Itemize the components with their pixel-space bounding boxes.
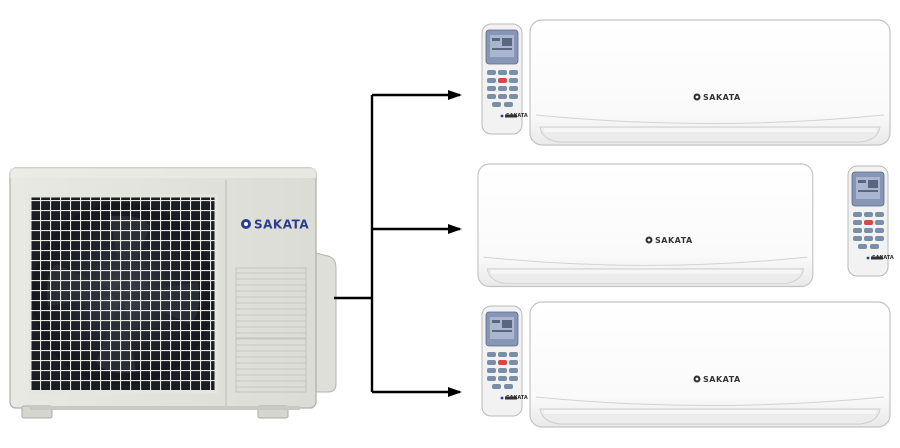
indoor-middle-brand-label: SAKATA <box>655 236 693 245</box>
indoor-unit-icon <box>477 163 814 288</box>
outdoor-unit-icon: SAKATA <box>9 167 337 419</box>
sakata-logo-icon <box>645 236 653 244</box>
remote-middle-brand-label: SAKATA <box>872 255 894 261</box>
remote-top-brand-label: SAKATA <box>506 113 528 119</box>
indoor-unit-middle: SAKATA SAKATA <box>477 163 894 288</box>
indoor-unit-bottom: SAKATA SAKATA <box>481 301 891 428</box>
outdoor-brand-label: SAKATA <box>254 218 309 232</box>
indoor-bottom-brand-label: SAKATA <box>703 375 741 384</box>
indoor-top-brand-label: SAKATA <box>703 93 741 102</box>
sakata-logo-icon <box>241 219 251 229</box>
sakata-logo-icon <box>693 375 701 383</box>
connection-arrows <box>334 90 462 397</box>
indoor-unit-icon <box>529 19 891 146</box>
indoor-unit-top: SAKATA SAKATA <box>481 19 891 146</box>
remote-bottom-brand-label: SAKATA <box>506 395 528 401</box>
indoor-unit-icon <box>529 301 891 428</box>
sakata-logo-icon <box>693 93 701 101</box>
